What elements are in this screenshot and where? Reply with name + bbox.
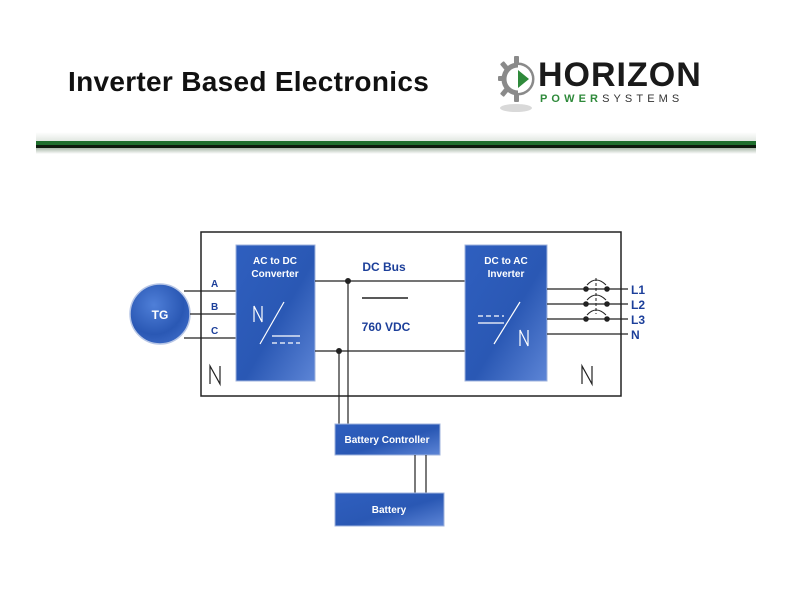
rectifier-symbol-icon [253,301,300,345]
header-rule-dark [36,145,756,148]
dc-bus-label: DC Bus [362,260,406,274]
inverter-label-line2: Inverter [488,269,525,280]
output-l2-label: L2 [631,298,645,312]
logo-subtitle: POWERSYSTEMS [540,93,683,105]
inverter-symbol-icon [478,301,529,347]
ac-waveform-icon-right [581,363,593,387]
phase-c-label: C [211,326,218,337]
battery-controller-block [334,423,441,456]
dc-ac-inverter-block [464,244,548,382]
output-l3-label: L3 [631,313,645,327]
converter-label-line1: AC to DC [253,256,297,267]
bus-junction-negative [336,348,342,354]
output-breaker-icon [583,286,610,322]
phase-b-label: B [211,302,218,313]
gear-logo-icon [498,56,535,112]
output-n-label: N [631,328,640,342]
generator-label: TG [152,308,169,322]
ac-waveform-icon-left [209,363,221,387]
battery-block [334,492,445,527]
horizon-logo: HORIZON POWERSYSTEMS [496,50,736,122]
battery-controller-label: Battery Controller [344,435,429,446]
dc-voltage-label: 760 VDC [362,320,411,334]
phase-a-label: A [211,279,218,290]
inverter-label-line1: DC to AC [484,256,528,267]
logo-wordmark: HORIZON [538,56,702,94]
ac-dc-converter-block [235,244,316,382]
header-rule-highlight [36,132,756,142]
header-rule-shadow [36,148,756,154]
logo-sub-systems: SYSTEMS [602,93,684,105]
bus-junction-positive [345,278,351,284]
battery-label: Battery [372,505,407,516]
slide-title: Inverter Based Electronics [68,66,430,97]
output-l1-label: L1 [631,283,645,297]
converter-label-line2: Converter [251,269,298,280]
logo-sub-power: POWER [540,93,603,105]
header-rule-green [36,141,756,145]
